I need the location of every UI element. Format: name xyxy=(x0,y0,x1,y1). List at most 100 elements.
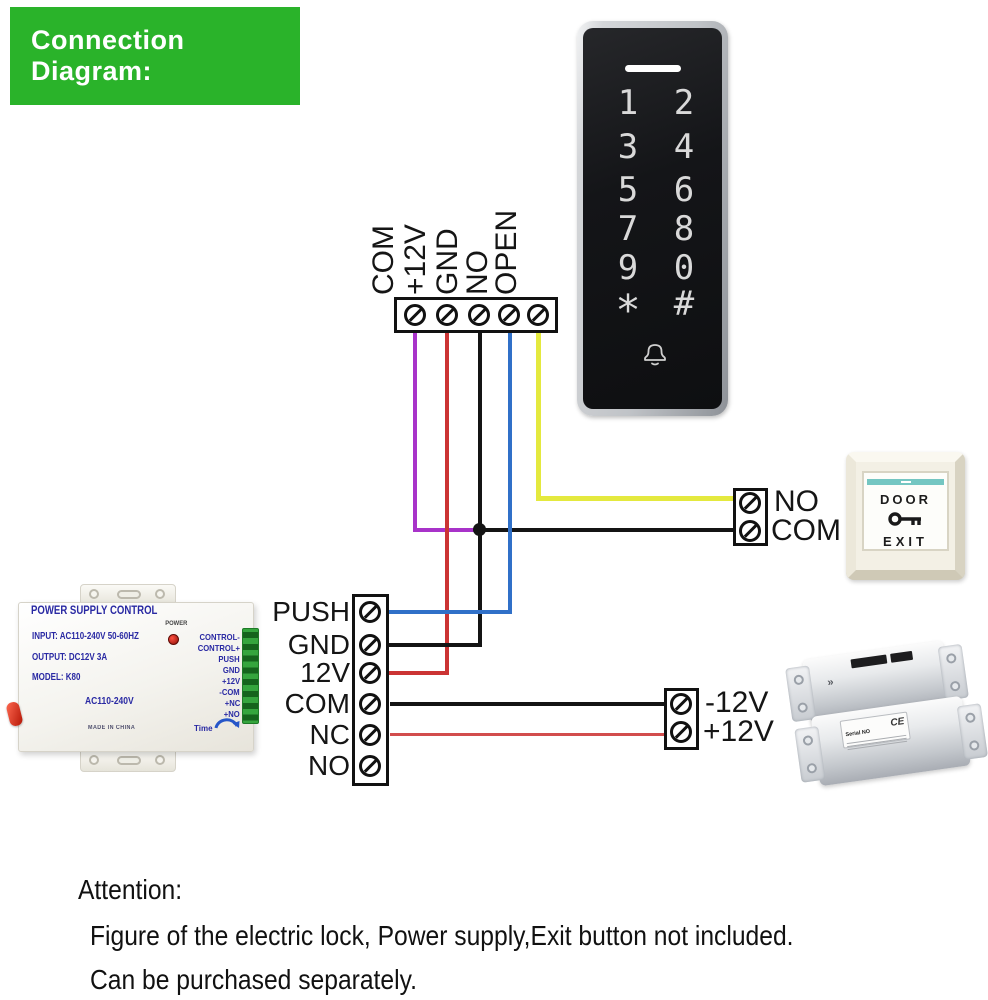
exit-button-stripe xyxy=(867,479,944,485)
key-2: 2 xyxy=(673,83,695,123)
mount-hole xyxy=(155,589,165,599)
wire-lock-minus xyxy=(390,702,666,706)
terminal-label-12v: +12V xyxy=(399,224,432,295)
screw-12v2 xyxy=(359,662,381,684)
psu-term-nc: +NC xyxy=(224,698,240,708)
title-banner: Connection Diagram: xyxy=(10,7,300,105)
wire-no-horizontal xyxy=(388,610,512,614)
screw-gnd2 xyxy=(359,634,381,656)
time-adjust-icon xyxy=(214,718,240,729)
screw-open xyxy=(527,304,549,326)
psu-model: MODEL: K80 xyxy=(32,672,81,683)
psu-term-com: -COM xyxy=(219,687,240,697)
wire-exit-com xyxy=(478,528,735,532)
exit-terminal-block xyxy=(733,488,768,546)
access-keypad: 1 2 3 4 5 6 7 8 9 0 * # xyxy=(577,21,728,416)
terminal-label-com: COM xyxy=(367,225,400,295)
attention-line-2: Can be purchased separately. xyxy=(90,964,417,995)
keypad-terminal-block xyxy=(394,297,558,333)
terminal-label-gnd: GND xyxy=(431,228,464,295)
screw-gnd xyxy=(468,304,490,326)
mount-hole xyxy=(155,755,165,765)
wire-12v-horizontal xyxy=(388,671,449,675)
ctrl-label-com: COM xyxy=(284,688,350,719)
wire-com-vertical xyxy=(413,333,417,531)
wire-open-horizontal xyxy=(536,496,735,501)
key-9: 9 xyxy=(617,248,639,288)
power-led xyxy=(168,634,179,645)
psu-made-in: MADE IN CHINA xyxy=(88,725,136,731)
psu-ac-label: AC110-240V xyxy=(85,696,134,707)
psu-term-control-minus: CONTROL- xyxy=(199,632,240,642)
screw-lock-plus xyxy=(670,721,692,743)
wire-junction-dot xyxy=(473,523,486,536)
exit-button: DOOR EXIT xyxy=(846,452,965,580)
screw-lock-minus xyxy=(670,693,692,715)
screw-nc xyxy=(359,724,381,746)
key-icon xyxy=(887,512,921,526)
wire-no-vertical xyxy=(508,333,512,614)
ctrl-label-gnd: GND xyxy=(287,629,350,660)
psu-power-label: POWER xyxy=(165,620,188,627)
psu-term-12v: +12V xyxy=(221,676,240,686)
mount-hole xyxy=(89,589,99,599)
psu-term-gnd: GND xyxy=(222,665,240,675)
mount-tab-top xyxy=(80,584,176,606)
mount-tab-bottom xyxy=(80,750,176,772)
exit-button-exit-text: EXIT xyxy=(883,534,928,549)
psu-body xyxy=(18,602,254,752)
attention-line-1: Figure of the electric lock, Power suppl… xyxy=(90,920,794,951)
wire-open-vertical xyxy=(536,333,541,499)
psu-term-push: PUSH xyxy=(218,654,240,664)
screw-com xyxy=(404,304,426,326)
key-0: 0 xyxy=(673,248,695,288)
key-8: 8 xyxy=(673,209,695,249)
ctrl-label-12v: 12V xyxy=(300,657,350,688)
power-supply-unit: POWER SUPPLY CONTROL INPUT: AC110-240V 5… xyxy=(5,584,260,772)
wire-gnd-horizontal xyxy=(388,643,482,647)
key-3: 3 xyxy=(617,127,639,167)
psu-output-spec: OUTPUT: DC12V 3A xyxy=(32,652,108,663)
key-hash: # xyxy=(673,284,695,324)
attention-heading: Attention: xyxy=(78,874,183,905)
psu-time-label: Time xyxy=(194,724,213,733)
key-4: 4 xyxy=(673,127,695,167)
screw-exit-com xyxy=(739,520,761,542)
ce-mark: CE xyxy=(889,716,906,729)
ctrl-label-nc: NC xyxy=(309,719,350,750)
key-7: 7 xyxy=(617,209,639,249)
screw-exit-no xyxy=(739,492,761,514)
mount-slot xyxy=(117,756,141,765)
mount-hole xyxy=(89,755,99,765)
psu-title: POWER SUPPLY CONTROL xyxy=(31,603,158,617)
lock-label-minus12v: -12V xyxy=(705,686,769,719)
exit-button-panel: DOOR EXIT xyxy=(862,471,949,551)
controller-terminal-block xyxy=(352,594,389,786)
psu-term-no: +NO xyxy=(224,709,240,719)
psu-input-spec: INPUT: AC110-240V 50-60HZ xyxy=(32,631,139,642)
key-6: 6 xyxy=(673,170,695,210)
wire-gnd-vertical xyxy=(478,333,482,645)
lock-terminal-block xyxy=(664,688,699,750)
screw-no xyxy=(498,304,520,326)
ctrl-label-no: NO xyxy=(308,750,350,781)
key-star: * xyxy=(615,285,641,335)
doorbell-icon xyxy=(644,344,666,366)
lock-label-plus12v: +12V xyxy=(703,715,774,748)
key-5: 5 xyxy=(617,170,639,210)
keypad-face: 1 2 3 4 5 6 7 8 9 0 * # xyxy=(583,28,722,409)
screw-push xyxy=(359,601,381,623)
wire-12v-vertical xyxy=(445,333,449,675)
terminal-label-open: OPEN xyxy=(490,209,523,295)
screw-no2 xyxy=(359,755,381,777)
exit-label-no: NO xyxy=(774,485,819,518)
psu-green-terminal-block xyxy=(242,628,259,724)
exit-label-com: COM xyxy=(771,514,841,547)
mount-slot xyxy=(117,590,141,599)
ctrl-label-push: PUSH xyxy=(272,596,350,627)
key-1: 1 xyxy=(617,83,639,123)
psu-term-control-plus: CONTROL+ xyxy=(197,643,240,653)
wire-lock-plus xyxy=(390,733,666,736)
exit-button-door-text: DOOR xyxy=(880,492,931,507)
screw-com2 xyxy=(359,693,381,715)
